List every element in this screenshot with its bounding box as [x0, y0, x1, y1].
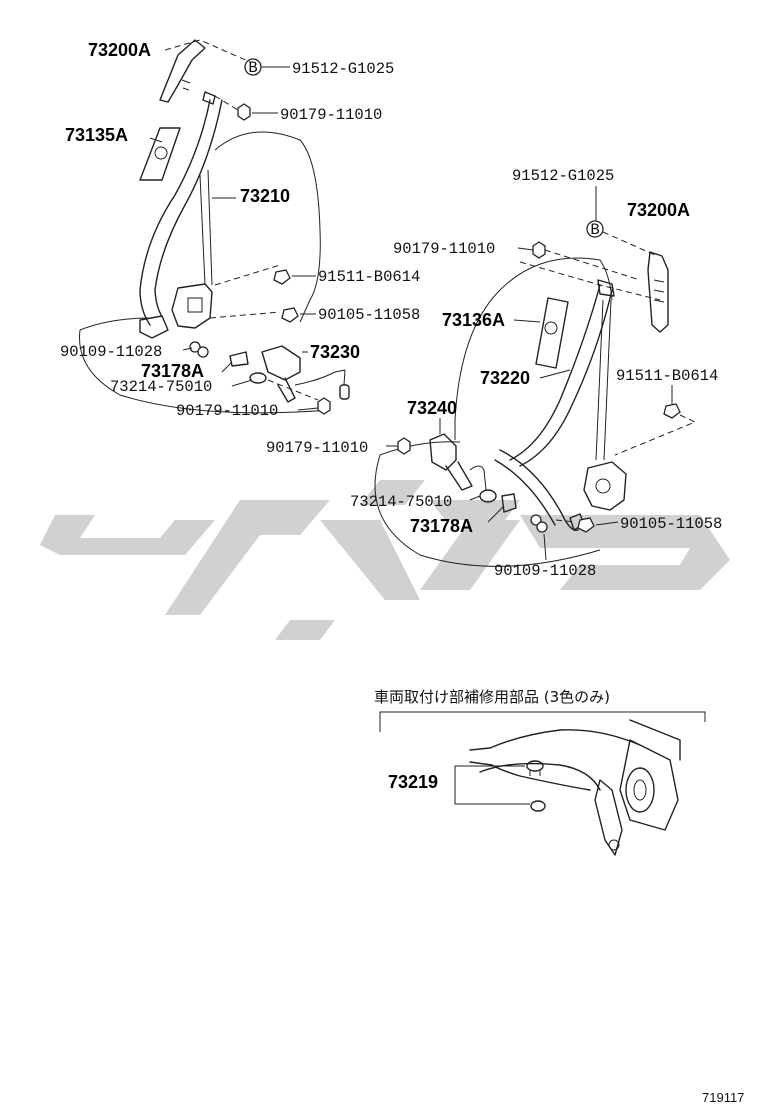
label-90105-left: 90105-11058: [318, 306, 420, 324]
inset-bracket: [379, 711, 706, 732]
nut-left-top-90179: [237, 103, 251, 121]
label-73214-left: 73214-75010: [110, 378, 212, 396]
label-90179-top-left: 90179-11010: [280, 106, 382, 124]
nut-right-top-90179: [532, 241, 546, 259]
inset-caption: 車両取付け部補修用部品 (3色のみ): [374, 688, 610, 706]
label-90105-right: 90105-11058: [620, 515, 722, 533]
label-91511-left: 91511-B0614: [318, 268, 420, 286]
label-73210: 73210: [240, 186, 290, 206]
fastener-left-91512: B: [244, 58, 262, 77]
right-upper-anchor-73200A: [647, 251, 669, 333]
bolt-left-90109: [189, 341, 209, 358]
nut-right-mid-90179: [397, 437, 411, 455]
right-cover-73136A: [535, 297, 569, 369]
fastener-right-91512: B: [586, 220, 604, 239]
label-90179-mid-left: 90179-11010: [176, 402, 278, 420]
left-retractor: [171, 283, 213, 329]
right-retractor: [583, 461, 627, 511]
label-73200A-left: 73200A: [88, 40, 151, 60]
inset-leader: [454, 765, 530, 805]
label-90109-left: 90109-11028: [60, 343, 162, 361]
bolt-right-91511: [663, 403, 681, 419]
label-73136A: 73136A: [442, 310, 505, 330]
label-90109-right: 90109-11028: [494, 562, 596, 580]
label-91512-right: 91512-G1025: [512, 167, 614, 185]
right-leaders: [386, 186, 697, 561]
label-90179-top-right: 90179-11010: [393, 240, 495, 258]
right-belt-73220: [494, 279, 615, 531]
left-belt-73210: [139, 99, 223, 326]
label-73220: 73220: [480, 368, 530, 388]
right-buckle-73240: [429, 433, 487, 491]
label-73200A-right: 73200A: [627, 200, 690, 220]
svg-text:B: B: [248, 59, 257, 77]
label-73178A-left: 73178A: [141, 361, 204, 381]
left-cover-73135A: [139, 127, 181, 181]
bolt-right-90109: [530, 514, 548, 533]
label-73178A-right: 73178A: [410, 516, 473, 536]
label-73214-right: 73214-75010: [350, 493, 452, 511]
left-seat-outline: [79, 131, 331, 414]
label-73219: 73219: [388, 772, 438, 792]
watermark-logo: [40, 480, 730, 640]
left-upper-anchor-73200A: [159, 39, 216, 105]
bolt-right-90105: [577, 517, 595, 533]
label-91512-left: 91512-G1025: [292, 60, 394, 78]
inset-drawing: [469, 719, 681, 856]
label-73230: 73230: [310, 342, 360, 362]
nut-left-mid-90179: [317, 397, 331, 415]
label-73135A: 73135A: [65, 125, 128, 145]
left-buckle-73230: [261, 345, 350, 403]
label-90179-mid-right: 90179-11010: [266, 439, 368, 457]
left-leaders: [149, 39, 319, 411]
label-91511-right: 91511-B0614: [616, 367, 718, 385]
bolt-left-91511: [273, 269, 291, 285]
figure-number: 719117: [702, 1090, 744, 1105]
bolt-left-90105: [281, 307, 299, 323]
svg-text:B: B: [590, 221, 599, 239]
label-73240: 73240: [407, 398, 457, 418]
